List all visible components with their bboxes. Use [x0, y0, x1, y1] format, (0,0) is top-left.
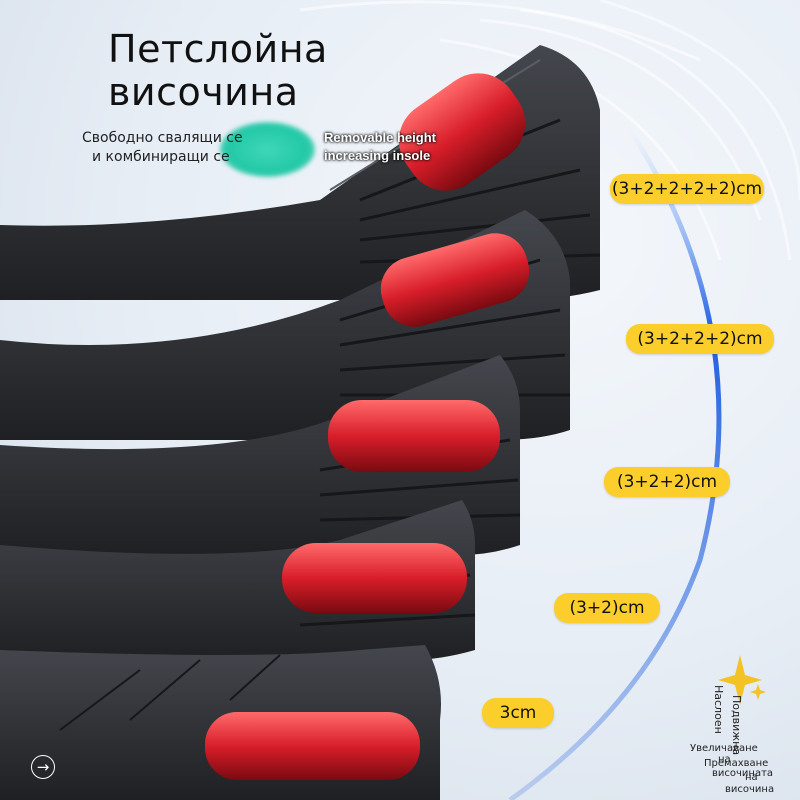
green-blob — [220, 122, 315, 177]
subtitle-line-1: Свободно свалящи се — [82, 130, 243, 146]
insole-tag-line-1: Removable height — [324, 130, 436, 145]
height-label-one-layer: 3cm — [482, 698, 554, 728]
insole-stack — [0, 45, 601, 800]
insole-tag-line-2: increasing insole — [324, 148, 431, 163]
headline-line-2: височина — [108, 70, 299, 114]
headline-line-1: Петслойна — [108, 27, 328, 71]
increase-label-1: Увеличаване — [690, 743, 758, 754]
remove-label-2: на — [745, 772, 758, 783]
height-label-three-layers: (3+2+2)cm — [604, 467, 730, 497]
height-label-two-layers: (3+2)cm — [554, 593, 660, 623]
accent-arc — [508, 128, 722, 800]
insole-two-layer — [0, 500, 476, 660]
subtitle-line-2: и комбиниращи се — [92, 149, 230, 165]
layered-label: Наслоен — [712, 685, 725, 734]
remove-label-3: височина — [725, 784, 775, 795]
arrow-right-icon[interactable]: → — [31, 755, 55, 779]
increase-label-3: височината — [712, 768, 774, 779]
height-label-four-layers: (3+2+2+2)cm — [626, 324, 774, 354]
insole-one-layer — [0, 645, 441, 800]
insole-three-layer — [0, 355, 521, 555]
increase-label-2: на — [718, 754, 731, 765]
remove-label-1: Премахване — [704, 758, 769, 769]
removable-label: Подвижна — [730, 695, 743, 756]
height-label-five-layers: (3+2+2+2+2)cm — [610, 174, 764, 204]
insole-four-layer — [0, 210, 570, 440]
insole-five-layer — [0, 45, 601, 300]
sparkle-icon — [718, 655, 766, 705]
